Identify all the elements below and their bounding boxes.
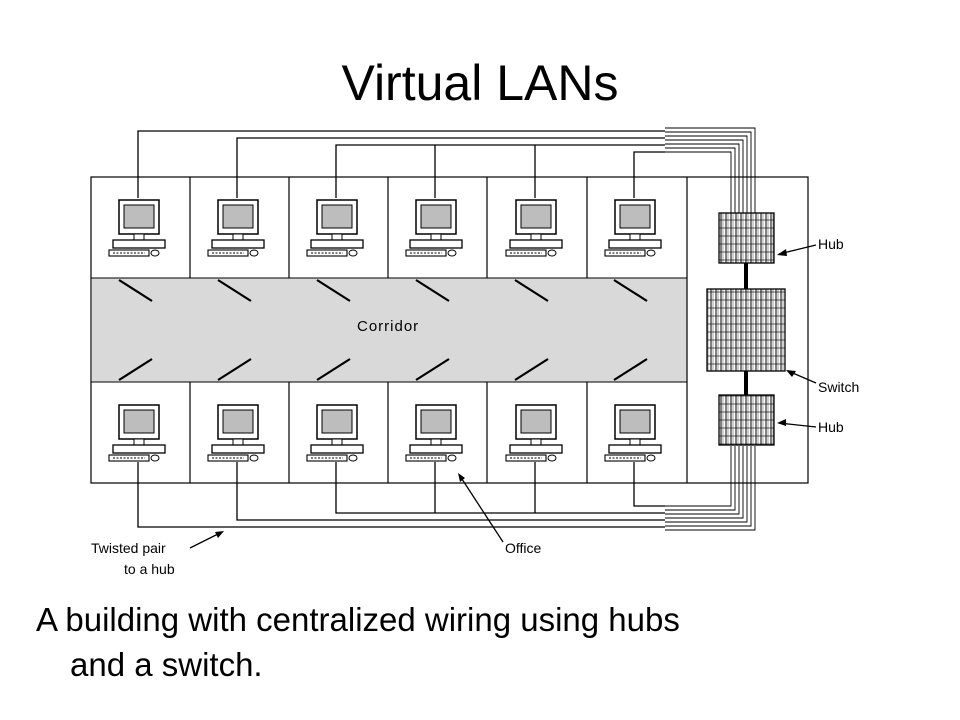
corridor: [90, 277, 688, 383]
office-partitions: [189, 177, 688, 483]
corridor-label: Corridor: [357, 318, 419, 335]
label-switch: Switch: [818, 379, 859, 395]
hub-top: [718, 212, 775, 264]
arrow-heads: [215, 249, 796, 538]
label-twisted-pair: Twisted pair: [91, 540, 166, 556]
office-doors: [118, 279, 648, 381]
label-hub-top: Hub: [818, 236, 844, 252]
switch: [706, 288, 786, 372]
bottom-wiring: [137, 462, 665, 528]
slide-caption: A building with centralized wiring using…: [36, 597, 916, 687]
label-office: Office: [505, 540, 542, 556]
cable-bundle-bottom: [665, 446, 756, 531]
slide-title: Virtual LANs: [341, 55, 619, 111]
caption-line-2: and a switch.: [70, 646, 263, 683]
cable-bundle-top: [665, 127, 756, 214]
label-hub-bottom: Hub: [818, 419, 844, 435]
label-to-a-hub: to a hub: [124, 561, 175, 577]
top-wiring: [137, 130, 665, 198]
caption-line-1: A building with centralized wiring using…: [36, 601, 680, 638]
hub-bottom: [718, 394, 775, 446]
